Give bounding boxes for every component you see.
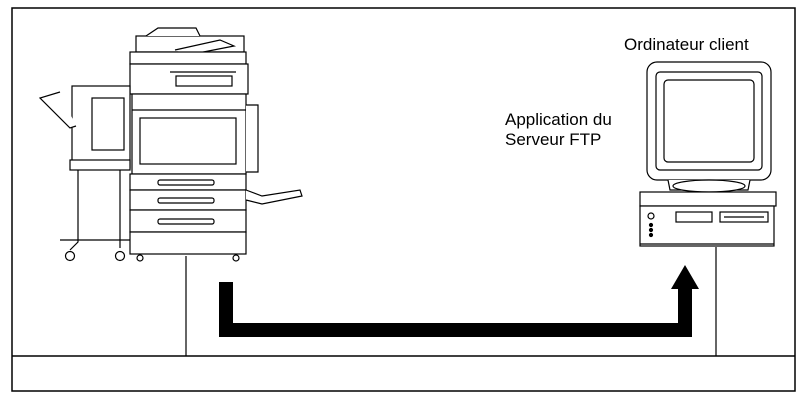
diagram-frame <box>11 7 796 392</box>
client-computer-label: Ordinateur client <box>624 35 749 54</box>
copier-icon <box>38 27 303 262</box>
client-computer-icon <box>639 61 777 247</box>
data-flow-arrow <box>219 265 699 337</box>
ftp-app-label-line2: Serveur FTP <box>505 130 602 149</box>
ftp-app-label-line1: Application du <box>505 110 612 129</box>
